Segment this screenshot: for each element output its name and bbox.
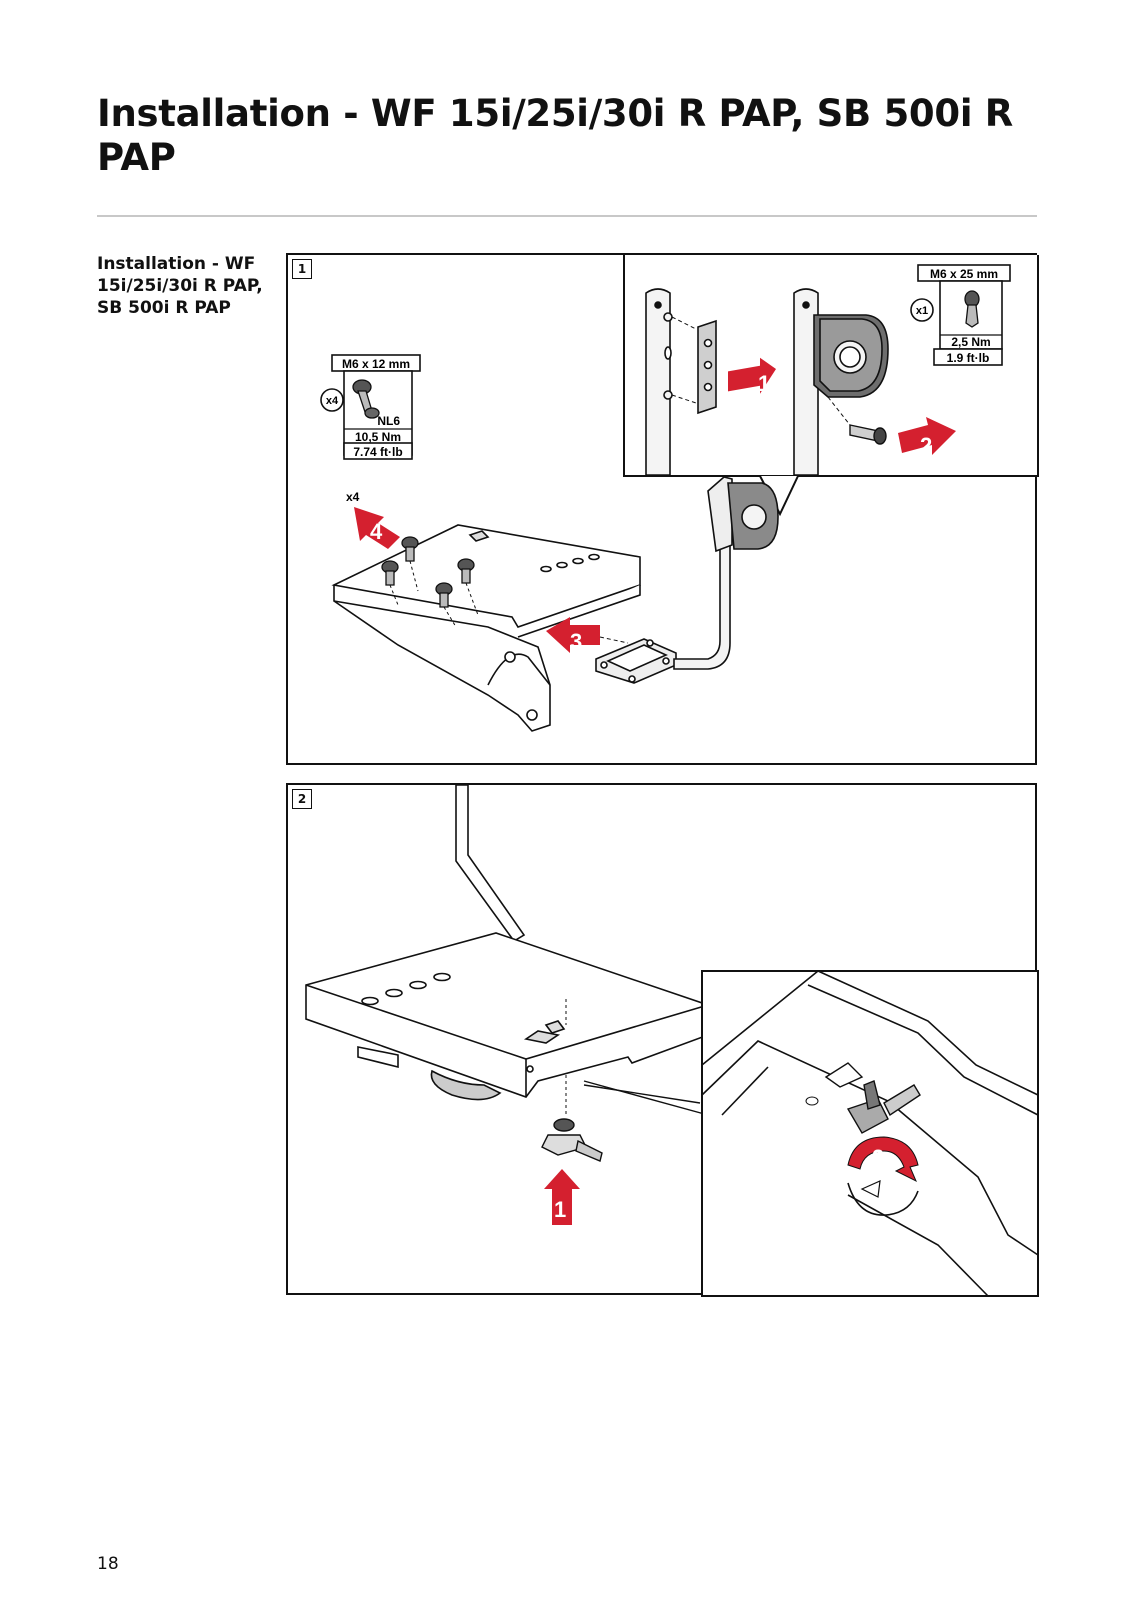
arrow-1: 1 <box>544 1169 580 1225</box>
step-1-illustration: 1 2 M6 x 25 mm x1 2,5 Nm 1.9 ft·lb M <box>320 255 1039 732</box>
locking-bolt-detail <box>846 1080 921 1134</box>
page-number: 18 <box>97 1554 119 1574</box>
svg-text:7.74 ft·lb: 7.74 ft·lb <box>353 445 402 459</box>
mounting-tube-left <box>645 288 673 476</box>
step-2-illustration: 1 2 <box>305 785 1039 1297</box>
svg-text:10,5 Nm: 10,5 Nm <box>355 430 401 444</box>
svg-text:2,5 Nm: 2,5 Nm <box>951 335 990 349</box>
section-heading: Installation - WF 15i/25i/30i R PAP, SB … <box>97 254 263 318</box>
arrow-1: 1 <box>728 357 776 396</box>
detail-underside <box>701 970 1039 1297</box>
step-2-number: 2 <box>292 789 312 809</box>
step-2-figure: 2 <box>286 783 1039 1297</box>
wire-guide-arm <box>595 476 779 684</box>
detail-inset-frame <box>701 970 1039 1297</box>
svg-text:M6 x 25 mm: M6 x 25 mm <box>930 267 998 281</box>
svg-text:NL6: NL6 <box>377 414 400 428</box>
arrow-4: x4 4 <box>346 490 400 549</box>
mounting-tube-right <box>793 288 819 476</box>
spec-box-m6x25: M6 x 25 mm x1 2,5 Nm 1.9 ft·lb <box>910 264 1011 366</box>
spec-box-m6x12: M6 x 12 mm x4 NL6 10,5 Nm 7.74 ft·lb <box>320 354 421 460</box>
screw-icon <box>964 290 980 328</box>
svg-text:1.9 ft·lb: 1.9 ft·lb <box>947 351 990 365</box>
svg-text:M6 x 12 mm: M6 x 12 mm <box>342 357 410 371</box>
step-1-figure: 1 <box>286 253 1039 765</box>
screw-with-nut-icon <box>352 379 380 419</box>
svg-text:x4: x4 <box>346 490 360 504</box>
locking-bolt <box>541 1118 603 1162</box>
arrow-2: 2 <box>898 417 956 458</box>
screw-m6x25 <box>849 424 887 445</box>
svg-text:3: 3 <box>570 629 582 654</box>
svg-text:1: 1 <box>554 1197 566 1222</box>
svg-text:1: 1 <box>758 371 770 396</box>
step-1-number: 1 <box>292 259 312 279</box>
wire-guide-holder <box>813 314 889 398</box>
arrow-2-rotate: 2 <box>847 1136 919 1216</box>
title-divider <box>97 215 1037 217</box>
svg-text:2: 2 <box>920 433 932 458</box>
svg-text:x1: x1 <box>916 305 928 317</box>
svg-text:x4: x4 <box>326 395 339 407</box>
arrow-3: 3 <box>546 617 600 654</box>
wire-guide-arm <box>455 785 526 943</box>
svg-text:2: 2 <box>872 1145 884 1170</box>
feeder-base-plate <box>305 932 709 1101</box>
nut-plate <box>697 319 717 415</box>
base-screws <box>381 536 475 608</box>
svg-text:4: 4 <box>370 519 383 544</box>
page-title: Installation - WF 15i/25i/30i R PAP, SB … <box>97 92 1013 179</box>
